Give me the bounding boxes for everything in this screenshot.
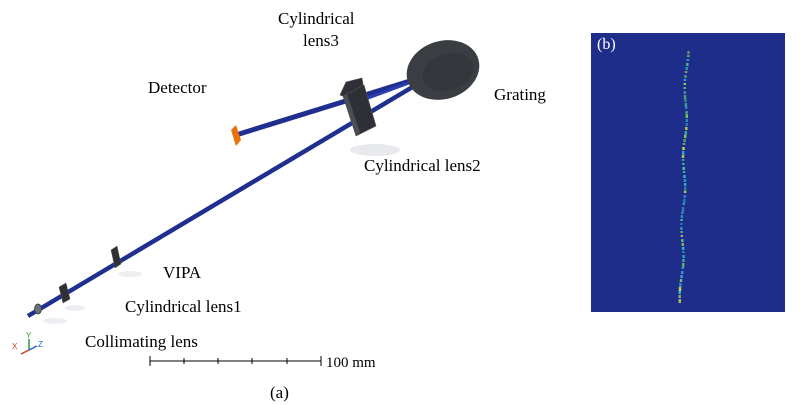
spectrum-speck xyxy=(681,247,685,250)
axis-x-label: X xyxy=(12,342,18,351)
spectrum-speck xyxy=(681,267,684,269)
spectrum-speck xyxy=(682,151,685,155)
spectrum-speck xyxy=(680,231,683,233)
label-vipa: VIPA xyxy=(163,263,202,282)
spectrum-stripe xyxy=(678,51,690,303)
spectrum-speck xyxy=(683,191,687,193)
spectrum-speck xyxy=(685,127,688,130)
cylindrical-lens2-edge xyxy=(343,94,360,136)
spectrum-speck xyxy=(682,263,685,267)
spectrum-speck xyxy=(679,283,682,287)
spectrum-speck xyxy=(681,271,684,274)
spectrum-speck xyxy=(678,287,682,291)
spectrum-speck xyxy=(683,199,686,203)
spectrum-speck xyxy=(683,183,687,186)
spectrum-speck xyxy=(682,147,685,150)
label-cylindrical-lens3-line1: Cylindrical xyxy=(278,9,355,28)
axis-z-label: Z xyxy=(38,340,43,349)
spectrum-speck xyxy=(683,175,686,178)
spectrum-speck xyxy=(682,163,685,165)
spectrum-speck xyxy=(682,167,685,170)
detector-plate xyxy=(231,125,241,146)
spectrum-speck xyxy=(683,139,686,142)
spectrum-speck xyxy=(684,75,687,78)
spectrum-speck xyxy=(685,115,688,118)
scale-bar xyxy=(149,356,322,366)
panel-a-caption: (a) xyxy=(270,383,289,402)
label-cylindrical-lens3-line2: lens3 xyxy=(303,31,339,50)
spectrum-speck xyxy=(684,99,687,102)
spectrum-speck xyxy=(681,207,685,211)
spectrum-speck xyxy=(683,79,687,81)
spectrum-speck xyxy=(685,111,688,115)
shadow-vipa xyxy=(118,271,142,277)
spectrum-speck xyxy=(683,179,687,182)
shadow-collimating xyxy=(43,318,67,324)
spectrum-speck xyxy=(681,239,684,242)
spectrum-speck xyxy=(681,211,684,214)
spectrum-speck xyxy=(686,59,690,61)
spectrum-speck xyxy=(681,155,685,158)
axis-y-label: Y xyxy=(26,331,32,340)
spectrum-speck xyxy=(687,55,690,57)
spectrum-speck xyxy=(685,123,688,126)
shadow-lens2 xyxy=(350,144,400,156)
spectrum-speck xyxy=(678,295,681,298)
spectrum-speck xyxy=(681,159,685,161)
spectrum-speck xyxy=(683,95,687,99)
label-cylindrical-lens1: Cylindrical lens1 xyxy=(125,297,242,316)
spectrum-speck xyxy=(682,255,685,258)
spectrum-speck xyxy=(680,219,683,221)
spectrum-speck xyxy=(685,67,688,70)
spectrum-speck xyxy=(686,63,689,66)
label-cylindrical-lens2: Cylindrical lens2 xyxy=(364,156,481,175)
spectrum-speck xyxy=(683,83,686,85)
spectrum-speck xyxy=(684,135,687,138)
spectrum-speck xyxy=(681,243,684,246)
spectrum-speck xyxy=(684,71,688,73)
spectrum-speck xyxy=(683,87,686,89)
vipa-plate xyxy=(110,245,122,269)
spectrum-speck xyxy=(684,103,688,107)
spectrum-speck xyxy=(682,171,686,173)
panel-b-image: (b) xyxy=(591,33,785,312)
spectrum-speck xyxy=(678,299,681,303)
spectrum-speck xyxy=(678,291,681,294)
spectrum-speck xyxy=(683,195,686,198)
spectrum-speck xyxy=(684,187,687,191)
spectrum-speck xyxy=(682,143,686,145)
scale-bar-label: 100 mm xyxy=(326,355,376,371)
label-collimating-lens: Collimating lens xyxy=(85,332,198,351)
shadow-lens1 xyxy=(65,305,85,311)
cylindrical-lens1-plate xyxy=(58,282,71,304)
label-detector: Detector xyxy=(148,78,207,97)
grating-highlight xyxy=(422,53,474,91)
spectrum-speck xyxy=(680,223,683,225)
collimating-lens xyxy=(34,303,42,315)
main-beam xyxy=(26,71,438,318)
spectrum-speck xyxy=(687,51,690,54)
panel-b-caption: (b) xyxy=(597,36,616,53)
spectrum-speck xyxy=(682,259,685,262)
spectrum-speck xyxy=(685,119,689,122)
spectrum-speck xyxy=(683,91,686,94)
spectrum-speck xyxy=(680,235,684,237)
spectrum-speck xyxy=(684,131,687,135)
spectrum-speck xyxy=(685,107,688,109)
spectrum-speck xyxy=(682,203,685,205)
label-grating: Grating xyxy=(494,85,546,104)
axis-triad: Y X Z xyxy=(12,331,43,355)
spectrum-speck xyxy=(680,215,684,218)
spectrum-speck xyxy=(679,279,683,282)
return-beam xyxy=(235,70,437,138)
cylindrical-lens2 xyxy=(342,84,377,137)
spectrum-speck xyxy=(680,275,683,278)
spectrum-speck xyxy=(682,251,685,253)
spectrum-speck xyxy=(680,227,683,230)
